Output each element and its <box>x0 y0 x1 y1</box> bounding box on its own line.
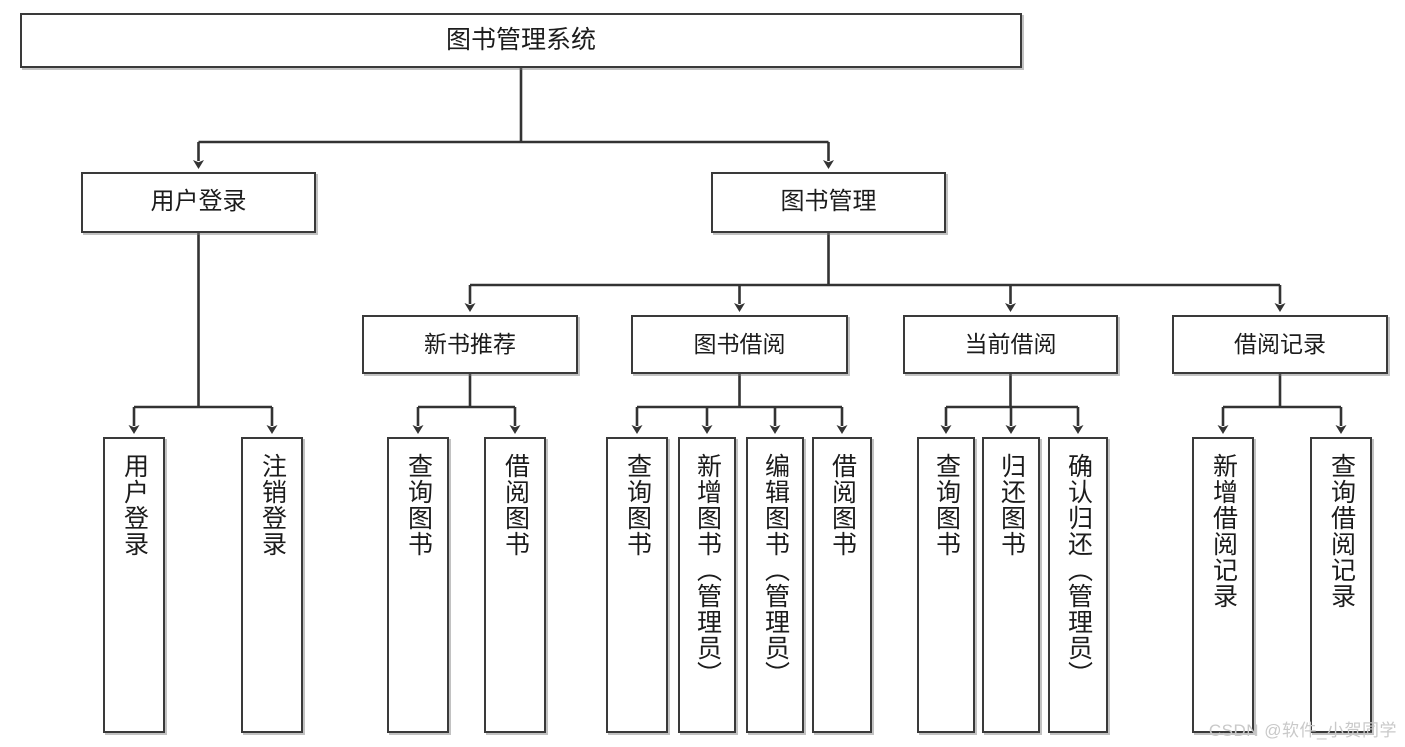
node-leaf-2[interactable]: 查询图书 <box>387 437 449 733</box>
node-label: 查询图书 <box>932 453 961 557</box>
node-leaf-12[interactable]: 查询借阅记录 <box>1310 437 1372 733</box>
node-leaf-7[interactable]: 借阅图书 <box>812 437 872 733</box>
node-label: 查询借阅记录 <box>1327 453 1356 609</box>
node-leaf-5[interactable]: 新增图书（管理员） <box>678 437 736 733</box>
node-label: 新增借阅记录 <box>1209 453 1238 609</box>
node-label: 图书管理 <box>780 188 877 216</box>
watermark: CSDN @软件_小贺同学 <box>1208 721 1397 740</box>
node-label: 图书管理系统 <box>445 25 596 54</box>
node-label: 查询图书 <box>623 453 652 557</box>
node-leaf-9[interactable]: 归还图书 <box>982 437 1040 733</box>
node-label: 借阅记录 <box>1234 330 1326 357</box>
node-label: 编辑图书（管理员） <box>761 453 790 687</box>
node-label: 新书推荐 <box>424 330 516 357</box>
node-root[interactable]: 图书管理系统 <box>20 13 1022 68</box>
node-label: 借阅图书 <box>501 453 530 557</box>
node-leaf-3[interactable]: 借阅图书 <box>484 437 546 733</box>
node-l3-2[interactable]: 当前借阅 <box>903 315 1118 374</box>
node-label: 当前借阅 <box>964 330 1057 357</box>
node-l3-0[interactable]: 新书推荐 <box>362 315 578 374</box>
node-leaf-11[interactable]: 新增借阅记录 <box>1192 437 1254 733</box>
node-label: 注销登录 <box>258 453 287 557</box>
node-leaf-4[interactable]: 查询图书 <box>606 437 668 733</box>
node-label: 查询图书 <box>404 453 433 557</box>
node-label: 确认归还（管理员） <box>1064 453 1093 687</box>
node-leaf-6[interactable]: 编辑图书（管理员） <box>746 437 804 733</box>
node-label: 用户登录 <box>120 453 149 557</box>
node-label: 用户登录 <box>150 188 247 216</box>
node-l2-1[interactable]: 图书管理 <box>711 172 946 233</box>
node-leaf-8[interactable]: 查询图书 <box>917 437 975 733</box>
node-leaf-1[interactable]: 注销登录 <box>241 437 303 733</box>
node-leaf-10[interactable]: 确认归还（管理员） <box>1048 437 1108 733</box>
node-l3-3[interactable]: 借阅记录 <box>1172 315 1388 374</box>
node-l2-0[interactable]: 用户登录 <box>81 172 316 233</box>
node-leaf-0[interactable]: 用户登录 <box>103 437 165 733</box>
node-label: 图书借阅 <box>693 330 786 357</box>
node-l3-1[interactable]: 图书借阅 <box>631 315 848 374</box>
node-label: 借阅图书 <box>828 453 857 557</box>
node-label: 新增图书（管理员） <box>693 453 722 687</box>
node-label: 归还图书 <box>997 453 1026 557</box>
